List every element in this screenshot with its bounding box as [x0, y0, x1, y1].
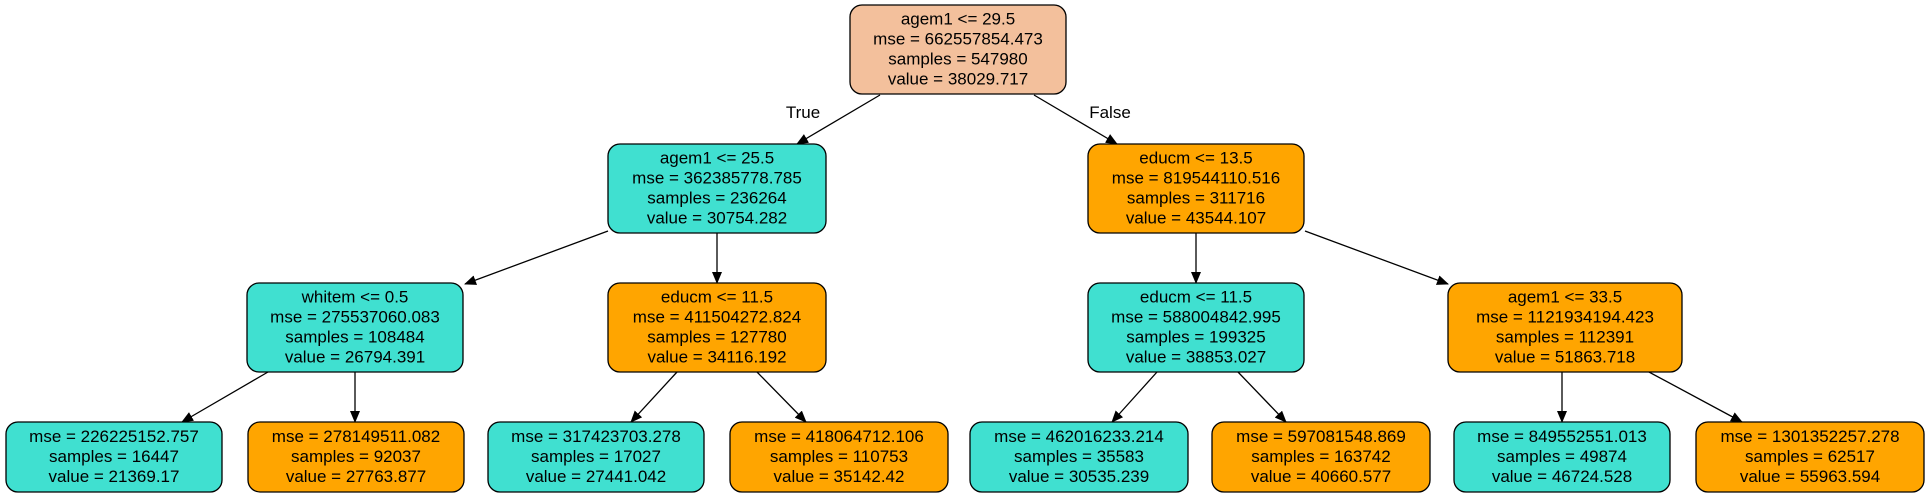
node-box: [849, 4, 1067, 95]
node-box: [1453, 421, 1671, 493]
node-line: agem1 <= 29.5: [901, 10, 1015, 29]
node-line: samples = 547980: [888, 50, 1027, 69]
edge-n5-n11: [1111, 371, 1158, 423]
node-box: [247, 421, 465, 493]
node-line: agem1 <= 25.5: [660, 149, 774, 168]
node-line: samples = 49874: [1497, 447, 1627, 466]
node-line: samples = 92037: [291, 447, 421, 466]
node-box: [1211, 421, 1431, 493]
node-line: value = 26794.391: [285, 348, 425, 367]
node-line: samples = 16447: [49, 447, 179, 466]
node-line: mse = 275537060.083: [270, 308, 440, 327]
node-line: value = 35142.42: [774, 467, 905, 486]
edge-label-false: False: [1089, 103, 1131, 122]
node-line: value = 34116.192: [647, 348, 786, 367]
node-line: value = 55963.594: [1740, 467, 1880, 486]
edge-n4-n9: [630, 371, 678, 423]
node-line: mse = 411504272.824: [633, 308, 801, 327]
edge-n1-n3: [464, 230, 609, 285]
node-line: educm <= 13.5: [1139, 149, 1252, 168]
node-line: samples = 236264: [647, 189, 786, 208]
node-box: [607, 282, 827, 373]
edge-n5-n12: [1237, 371, 1287, 423]
node-line: mse = 1121934194.423: [1476, 308, 1654, 327]
node-line: samples = 311716: [1127, 189, 1265, 208]
node-line: value = 27441.042: [526, 467, 666, 486]
node-line: samples = 110753: [770, 447, 908, 466]
node-line: whitem <= 0.5: [301, 288, 409, 307]
edge-n3-n7: [181, 371, 269, 423]
node-box: [729, 421, 949, 493]
node-line: samples = 17027: [531, 447, 661, 466]
node-line: samples = 199325: [1126, 328, 1265, 347]
node-line: value = 38029.717: [888, 70, 1028, 89]
node-box: [969, 421, 1189, 493]
node-line: value = 51863.718: [1495, 348, 1635, 367]
node-box: [1695, 421, 1925, 493]
node-box: [5, 421, 223, 493]
node-line: agem1 <= 33.5: [1508, 288, 1622, 307]
node-line: mse = 1301352257.278: [1720, 427, 1899, 446]
node-line: mse = 362385778.785: [632, 169, 802, 188]
node-box: [487, 421, 705, 493]
node-line: value = 21369.17: [49, 467, 180, 486]
node-line: samples = 127780: [647, 328, 786, 347]
edge-label-true: True: [786, 103, 820, 122]
node-line: mse = 819544110.516: [1112, 169, 1280, 188]
node-line: value = 43544.107: [1126, 209, 1266, 228]
edge-n0-n2: [1033, 94, 1118, 145]
node-line: mse = 418064712.106: [754, 427, 924, 446]
node-line: samples = 35583: [1014, 447, 1144, 466]
edge-n2-n6: [1304, 230, 1449, 285]
node-line: samples = 112391: [1496, 328, 1634, 347]
node-box: [607, 143, 827, 234]
node-line: mse = 278149511.082: [272, 427, 440, 446]
node-box: [1087, 282, 1305, 373]
node-line: mse = 317423703.278: [511, 427, 681, 446]
node-line: value = 30754.282: [647, 209, 787, 228]
node-box: [1447, 282, 1683, 373]
node-line: mse = 588004842.995: [1111, 308, 1281, 327]
node-line: samples = 62517: [1745, 447, 1875, 466]
edges-layer: True False: [181, 94, 1743, 423]
node-line: value = 30535.239: [1009, 467, 1149, 486]
node-line: value = 46724.528: [1492, 467, 1632, 486]
node-line: mse = 597081548.869: [1236, 427, 1406, 446]
node-line: educm <= 11.5: [1140, 288, 1252, 307]
node-line: samples = 108484: [285, 328, 424, 347]
node-box: [246, 282, 464, 373]
node-box: [1087, 143, 1305, 234]
node-line: mse = 462016233.214: [994, 427, 1164, 446]
node-line: mse = 662557854.473: [873, 30, 1043, 49]
node-line: mse = 226225152.757: [29, 427, 199, 446]
node-line: value = 40660.577: [1251, 467, 1391, 486]
node-line: value = 38853.027: [1126, 348, 1266, 367]
edge-n0-n1: [796, 94, 881, 145]
node-line: educm <= 11.5: [661, 288, 773, 307]
node-line: mse = 849552551.013: [1477, 427, 1647, 446]
edge-n4-n10: [756, 371, 807, 423]
node-line: samples = 163742: [1251, 447, 1390, 466]
node-line: value = 27763.877: [286, 467, 426, 486]
edge-n6-n14: [1648, 371, 1743, 423]
